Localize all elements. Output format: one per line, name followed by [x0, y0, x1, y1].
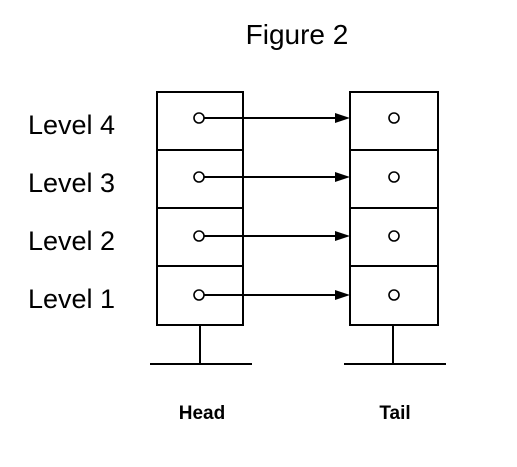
figure-title: Figure 2 — [246, 19, 349, 50]
tail-node — [344, 91, 446, 365]
tail-pointer-dot — [388, 289, 400, 301]
pointer-level-1 — [193, 289, 400, 301]
head-label: Head — [179, 403, 225, 424]
pointer-level-2 — [193, 230, 400, 242]
tail-pointer-dot — [388, 112, 400, 124]
tail-pointer-dot — [388, 171, 400, 183]
pointer-level-4 — [193, 112, 400, 124]
level-label-1: Level 1 — [28, 284, 115, 314]
head-node — [150, 91, 252, 365]
arrowhead-icon — [335, 172, 350, 182]
head-pointer-dot — [193, 230, 205, 242]
level-label-3: Level 3 — [28, 168, 115, 198]
head-pointer-dot — [193, 289, 205, 301]
arrowhead-icon — [335, 290, 350, 300]
arrowhead-icon — [335, 231, 350, 241]
arrowhead-icon — [335, 113, 350, 123]
level-label-2: Level 2 — [28, 226, 115, 256]
head-pointer-dot — [193, 112, 205, 124]
tail-pointer-dot — [388, 230, 400, 242]
pointer-level-3 — [193, 171, 400, 183]
head-pointer-dot — [193, 171, 205, 183]
level-label-4: Level 4 — [28, 110, 115, 140]
tail-label: Tail — [379, 403, 410, 424]
